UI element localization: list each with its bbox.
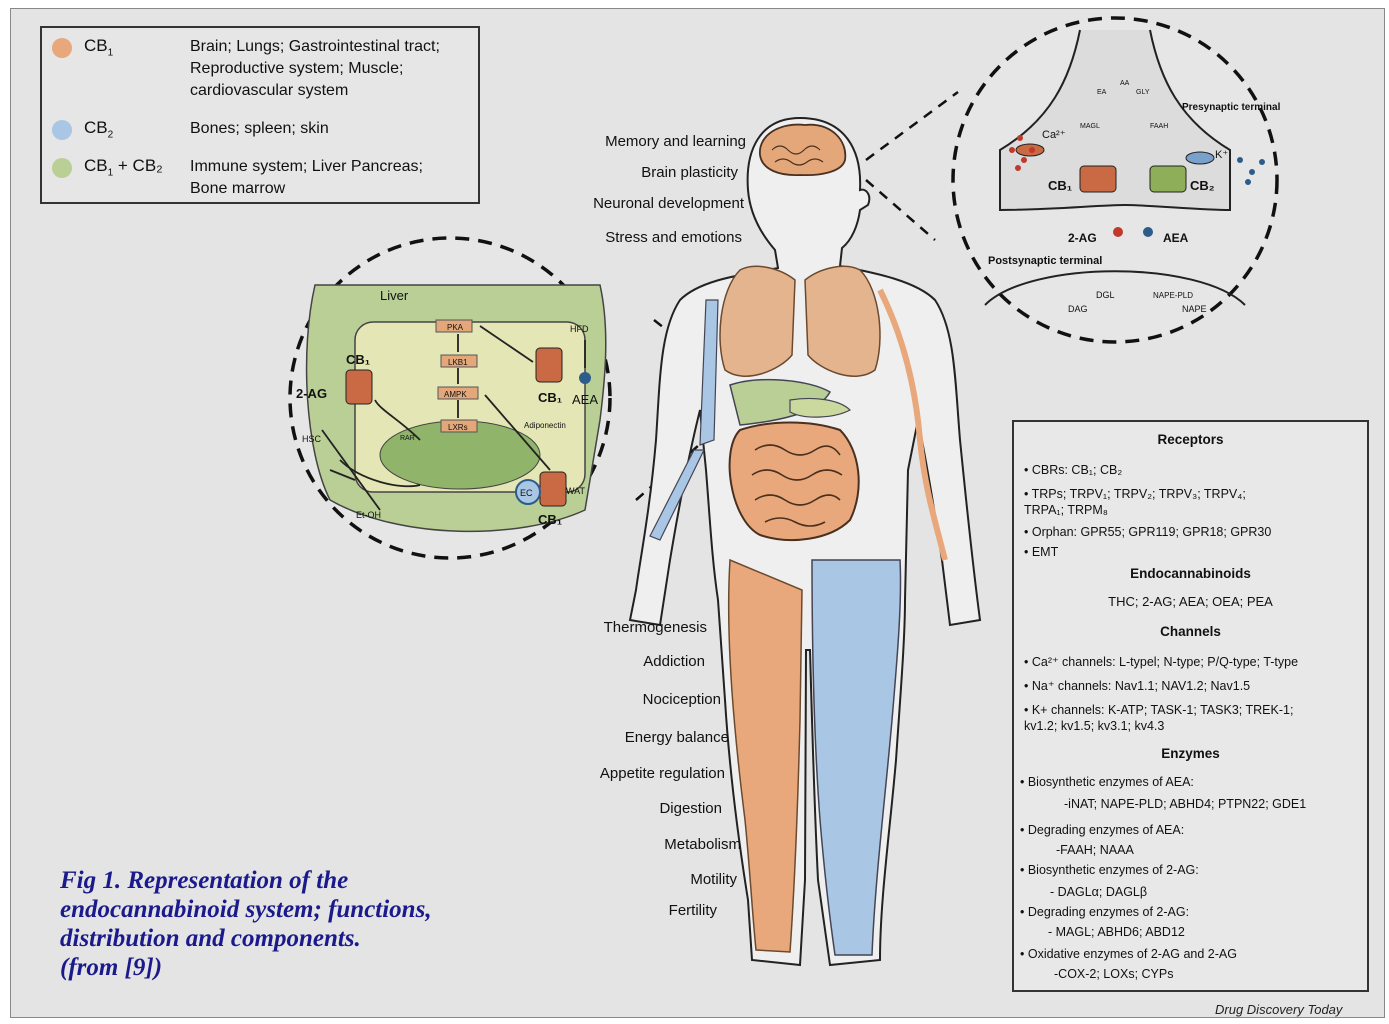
channel-line: • Ca²⁺ channels: L-typel; N-type; P/Q-ty… (1024, 654, 1359, 670)
liver-hfd: HFD (570, 324, 589, 334)
receptor-line: • CBRs: CB₁; CB₂ (1024, 462, 1359, 478)
channel-line: • K+ channels: K-ATP; TASK-1; TASK3; TRE… (1024, 702, 1359, 718)
synapse-cb2: CB₂ (1190, 178, 1215, 193)
liver-pka: PKA (447, 323, 464, 332)
enzyme-body: -iNAT; NAPE-PLD; ABHD4; PTPN22; GDE1 (1064, 796, 1306, 812)
enzyme-head: • Biosynthetic enzymes of AEA: (1020, 774, 1359, 790)
enzyme-body: -FAAH; NAAA (1056, 842, 1134, 858)
synapse-cb1: CB₁ (1048, 178, 1072, 193)
receptors-title: Receptors (1014, 432, 1367, 447)
synapse-nape-pld: NAPE-PLD (1153, 291, 1193, 300)
liver-etoh: Et-OH (356, 510, 381, 520)
synapse-faah: FAAH (1150, 123, 1168, 130)
liver-lxrs: LXRs (448, 423, 468, 432)
receptor-line: TRPA₁; TRPM₈ (1024, 502, 1359, 518)
liver-adiponectin: Adiponectin (524, 421, 566, 430)
synapse-dgl: DGL (1096, 290, 1115, 300)
endocannabinoids-list: THC; 2-AG; AEA; OEA; PEA (1014, 594, 1367, 609)
enzyme-body: - MAGL; ABHD6; ABD12 (1048, 924, 1185, 940)
enzyme-head: • Oxidative enzymes of 2-AG and 2-AG (1020, 946, 1359, 962)
synapse-magl: MAGL (1080, 123, 1100, 130)
source-credit: Drug Discovery Today (1215, 1002, 1342, 1017)
channel-line: kv1.2; kv1.5; kv3.1; kv4.3 (1024, 718, 1359, 734)
liver-ec: EC (520, 488, 533, 498)
liver-wat: WAT (566, 486, 585, 496)
liver-cb1-right: CB₁ (538, 390, 562, 405)
enzyme-head: • Degrading enzymes of 2-AG: (1020, 904, 1359, 920)
liver-hsc: HSC (302, 434, 322, 444)
endocannabinoids-title: Endocannabinoids (1014, 566, 1367, 581)
receptor-line: • TRPs; TRPV₁; TRPV₂; TRPV₃; TRPV₄; (1024, 486, 1359, 502)
synapse-2ag: 2-AG (1068, 231, 1097, 245)
liver-cb1-bottom: CB₁ (538, 512, 562, 527)
channels-title: Channels (1014, 624, 1367, 639)
liver-ampk: AMPK (444, 390, 467, 399)
liver-rar: RAR (400, 435, 415, 442)
synapse-dag: DAG (1068, 304, 1088, 314)
enzyme-body: -COX-2; LOXs; CYPs (1054, 966, 1173, 982)
synapse-ca: Ca²⁺ (1042, 129, 1066, 141)
liver-aea: AEA (572, 392, 598, 407)
synapse-nape: NAPE (1182, 304, 1207, 314)
enzymes-title: Enzymes (1014, 746, 1367, 761)
synapse-aea: AEA (1163, 231, 1189, 245)
liver-cb1-left: CB₁ (346, 352, 370, 367)
receptor-line: • Orphan: GPR55; GPR119; GPR18; GPR30 (1024, 524, 1359, 540)
enzyme-head: • Biosynthetic enzymes of 2-AG: (1020, 862, 1359, 878)
enzyme-body: - DAGLα; DAGLβ (1050, 884, 1147, 900)
synapse-postsynaptic: Postsynaptic terminal (988, 255, 1102, 267)
channel-line: • Na⁺ channels: Nav1.1; NAV1.2; Nav1.5 (1024, 678, 1359, 694)
figure-caption: Fig 1. Representation of the endocannabi… (60, 866, 530, 982)
receptor-line: • EMT (1024, 544, 1359, 560)
synapse-presynaptic: Presynaptic terminal (1182, 102, 1281, 113)
synapse-k: K⁺ (1215, 149, 1228, 161)
enzyme-head: • Degrading enzymes of AEA: (1020, 822, 1359, 838)
liver-title: Liver (380, 288, 409, 303)
components-box: Receptors • CBRs: CB₁; CB₂ • TRPs; TRPV₁… (1012, 420, 1369, 992)
synapse-ea: EA (1097, 89, 1107, 96)
synapse-aa: AA (1120, 80, 1130, 87)
liver-lkb1: LKB1 (448, 358, 468, 367)
synapse-gly: GLY (1136, 89, 1150, 96)
liver-2ag: 2-AG (296, 386, 327, 401)
